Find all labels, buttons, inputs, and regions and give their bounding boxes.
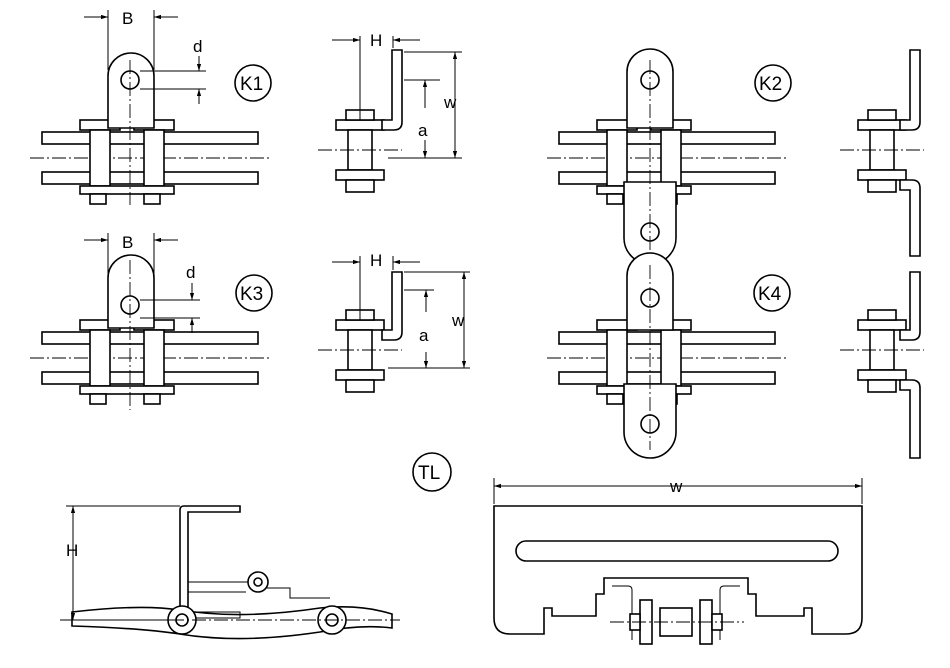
k3-a-label: a: [419, 326, 429, 345]
k4-front-view: [546, 252, 788, 459]
k3-d-label: d: [186, 263, 195, 282]
k3-w-label: w: [451, 311, 465, 330]
k1-b-label: B: [122, 9, 133, 28]
tl-h-label: H: [66, 541, 78, 560]
k1-w-label: w: [443, 93, 457, 112]
k3-tag: K3: [235, 274, 273, 312]
tl-tag-label: TL: [418, 463, 440, 484]
k3-side-view: [317, 256, 470, 393]
tl-front-view: [493, 478, 863, 645]
k2-tag-label: K2: [759, 74, 782, 95]
k4-side-view: [839, 271, 925, 459]
k1-side-view: [317, 36, 462, 193]
tl-w-label: w: [669, 477, 683, 496]
k4-tag-label: K4: [758, 284, 782, 305]
k1-front-view: [29, 10, 271, 205]
k1-tag-label: K1: [240, 74, 263, 95]
k1-a-label: a: [418, 121, 428, 140]
k3-tag-label: K3: [240, 284, 263, 305]
tl-tag: TL: [412, 452, 452, 492]
k3-b-label: B: [122, 233, 133, 252]
k2-side-view: [839, 49, 925, 257]
k4-tag: K4: [753, 274, 791, 312]
k1-d-label: d: [193, 37, 202, 56]
k3-front-view: [29, 233, 271, 410]
k1-h-label: H: [370, 31, 382, 50]
tl-side-view: [60, 505, 400, 640]
k2-tag: K2: [754, 64, 792, 102]
k1-tag: K1: [234, 64, 272, 102]
k3-h-label: H: [370, 251, 382, 270]
k2-front-view: [546, 48, 788, 265]
